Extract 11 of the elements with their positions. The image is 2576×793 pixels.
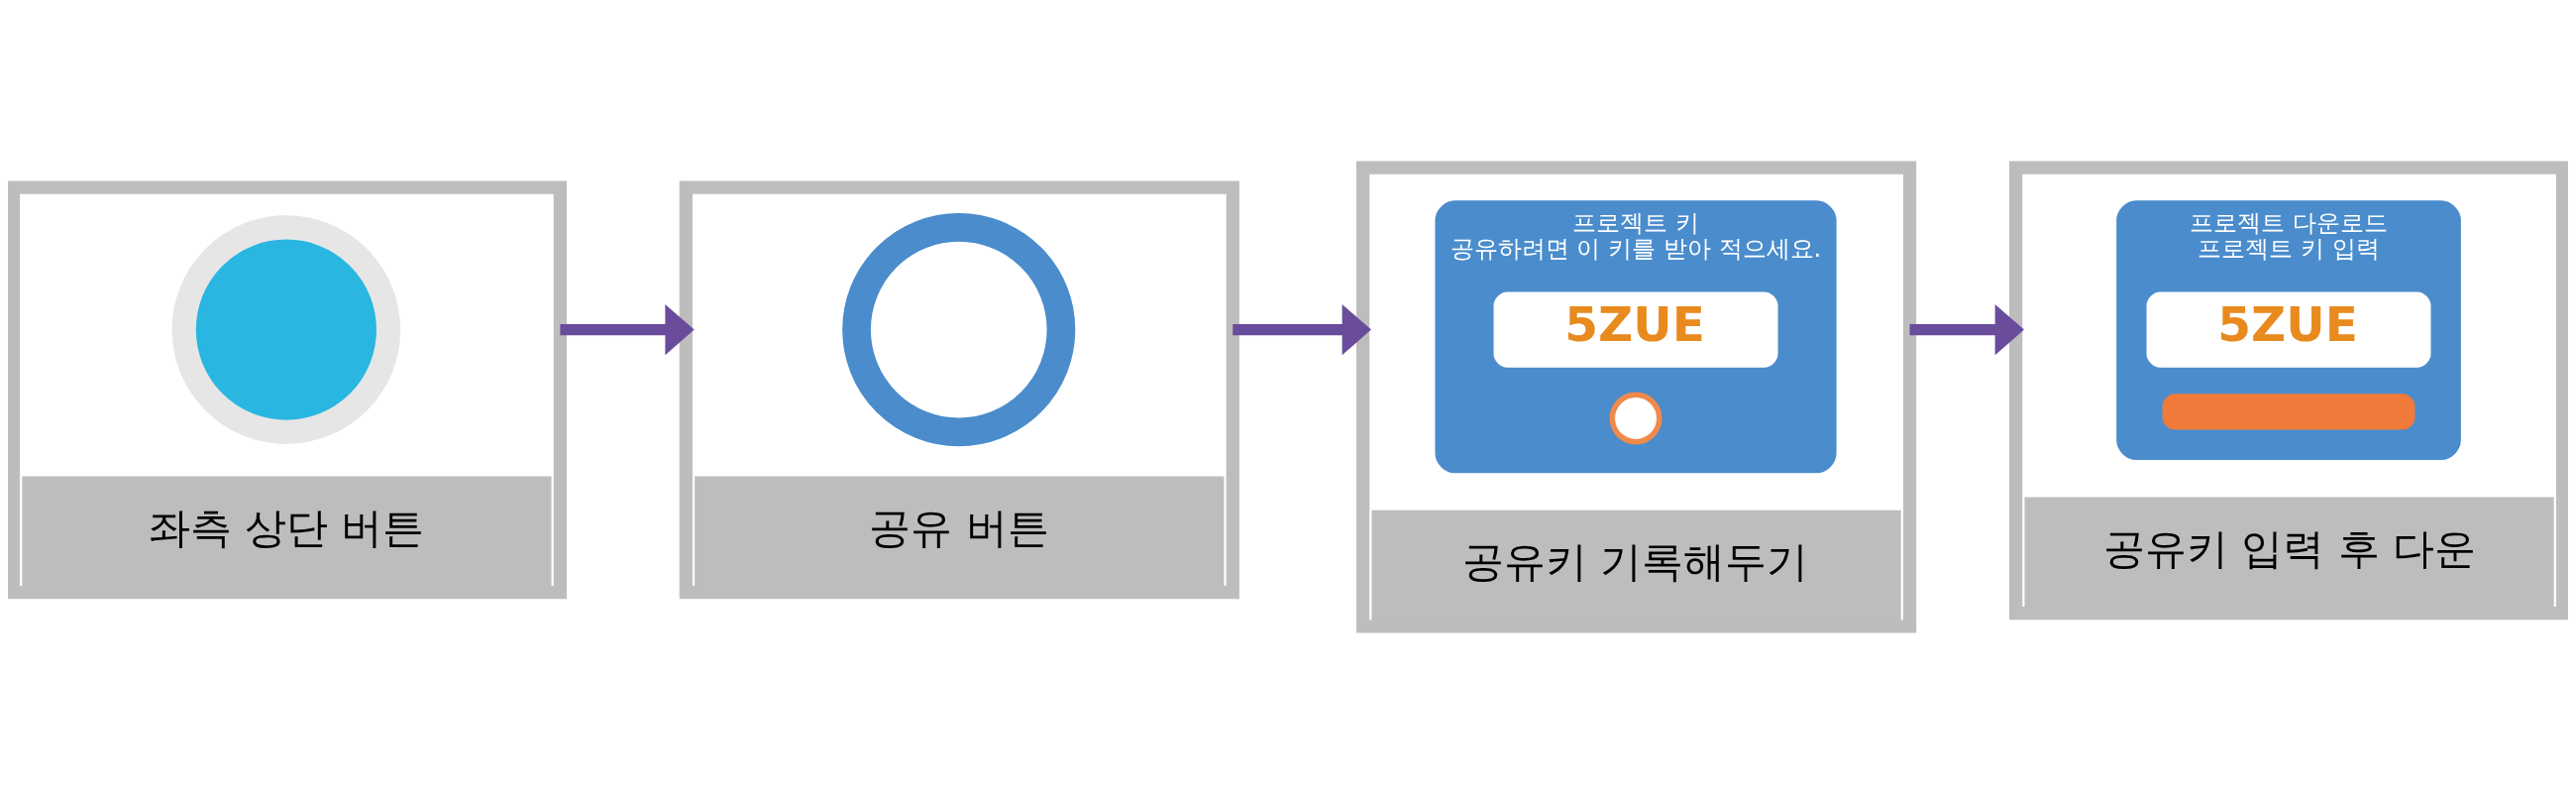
arrow bbox=[560, 303, 695, 355]
cluster: 공유 버튼 bbox=[679, 180, 1239, 599]
cluster: 좌측 상단 버튼 bbox=[8, 180, 568, 599]
node-bar bbox=[2162, 393, 2415, 430]
arrow bbox=[1909, 303, 2024, 355]
arrow bbox=[1233, 303, 1371, 355]
node-box: 5ZUE bbox=[1493, 291, 1778, 368]
node-circle bbox=[842, 212, 1076, 446]
node-box: 5ZUE bbox=[2146, 291, 2431, 368]
node-circle bbox=[171, 214, 401, 444]
node-circle bbox=[1609, 392, 1663, 444]
